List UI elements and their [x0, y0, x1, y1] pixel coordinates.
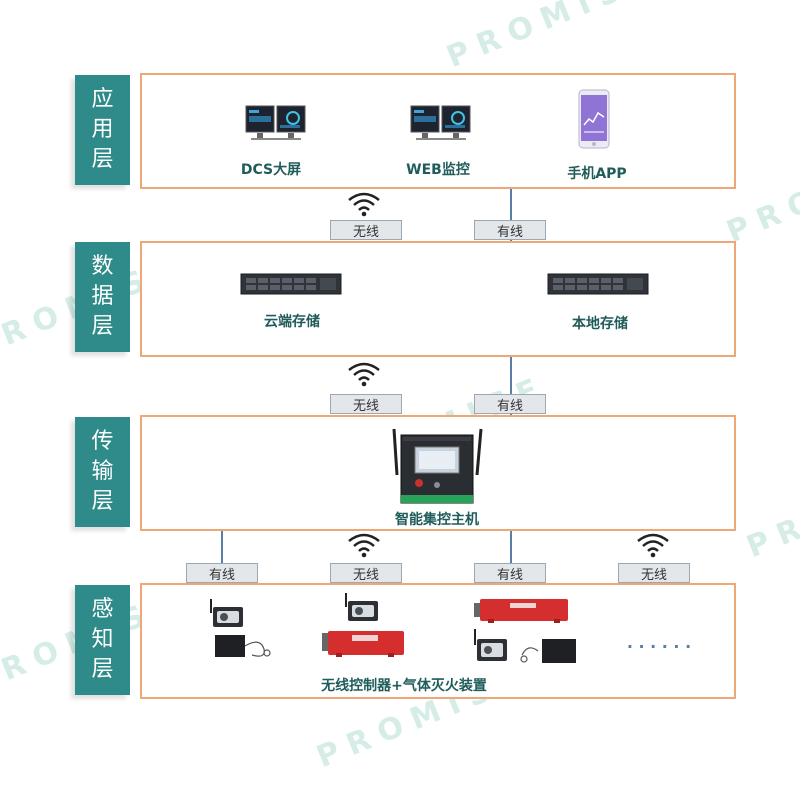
app-item-web: WEB监控	[406, 162, 470, 178]
conn-tag-wired: 有线	[474, 220, 546, 240]
app-item-dcs: DCS大屏	[240, 162, 302, 178]
layer-label-transmission: 传输层	[75, 417, 130, 527]
data-item-local: 本地存储	[572, 316, 628, 332]
fire-suppression-device-icon	[474, 599, 568, 623]
trans-item-host: 智能集控主机	[395, 512, 479, 528]
wired-line	[510, 531, 512, 583]
conn-tag-wired: 有线	[186, 563, 258, 583]
wired-line	[510, 189, 512, 241]
layer-box-application: DCS大屏 WEB监控 手机APP	[140, 73, 736, 189]
wireless-controller-icon	[210, 599, 243, 627]
sensor-module-icon	[215, 635, 271, 657]
watermark: PROMISE	[741, 448, 800, 565]
wifi-icon	[348, 533, 380, 558]
layer-label-perception: 感知层	[75, 585, 130, 695]
layer-box-perception: · · · · · · 无线控制器+气体灭火装置	[140, 583, 736, 699]
server-icon	[240, 273, 342, 295]
wireless-controller-icon	[345, 593, 378, 621]
monitor-icon	[245, 105, 306, 140]
wired-line	[221, 531, 223, 583]
conn-tag-wireless: 无线	[330, 220, 402, 240]
wired-line	[510, 357, 512, 415]
layer-box-data: 云端存储 本地存储	[140, 241, 736, 357]
server-icon	[547, 273, 649, 295]
watermark: PROMISE	[441, 0, 663, 75]
fire-suppression-device-icon	[322, 631, 404, 657]
conn-tag-wired: 有线	[474, 563, 546, 583]
control-host-icon	[392, 428, 483, 504]
wifi-icon	[348, 192, 380, 217]
layer-box-transmission: 智能集控主机	[140, 415, 736, 531]
sensor-module-icon	[520, 639, 576, 663]
wifi-icon	[637, 533, 669, 558]
conn-tag-wireless: 无线	[330, 394, 402, 414]
monitor-icon	[410, 105, 471, 140]
wireless-controller-icon	[474, 629, 507, 661]
conn-tag-wireless: 无线	[330, 563, 402, 583]
perception-caption: 无线控制器+气体灭火装置	[321, 678, 487, 694]
data-item-cloud: 云端存储	[264, 314, 320, 330]
conn-tag-wired: 有线	[474, 394, 546, 414]
smartphone-icon	[578, 89, 610, 149]
wifi-icon	[348, 362, 380, 387]
conn-tag-wireless: 无线	[618, 563, 690, 583]
layer-label-application: 应用层	[75, 75, 130, 185]
layer-label-data: 数据层	[75, 242, 130, 352]
perception-ellipsis: · · · · · ·	[626, 637, 692, 656]
app-item-mobile: 手机APP	[567, 166, 627, 182]
